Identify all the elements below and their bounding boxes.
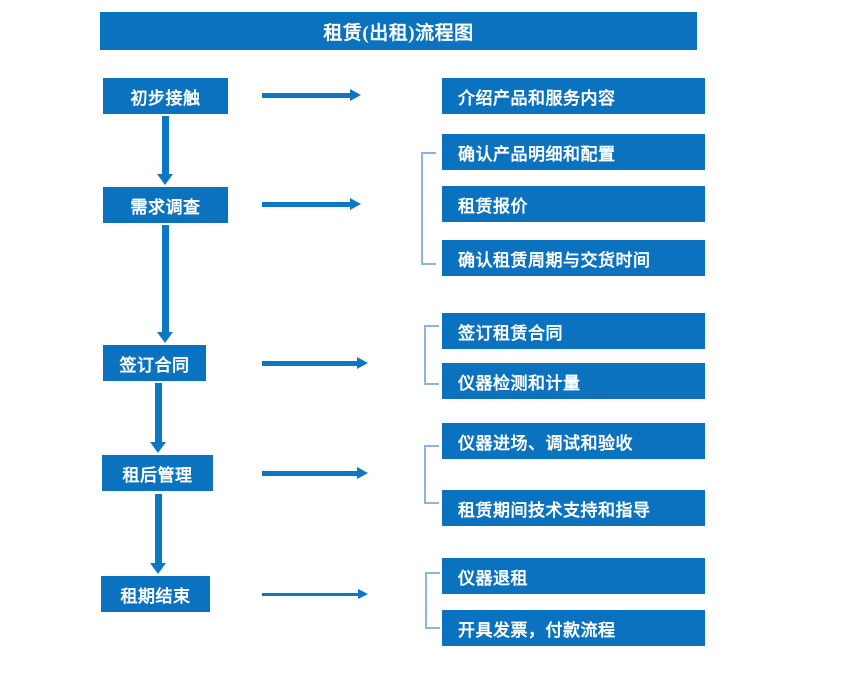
detail-box-invoice-payment[interactable]: 开具发票，付款流程 <box>442 610 705 646</box>
detail-box-technical-support[interactable]: 租赁期间技术支持和指导 <box>442 490 705 526</box>
down-arrow-icon-survey-to-contract <box>157 225 173 343</box>
group-bracket-sign-contract <box>424 325 439 385</box>
right-arrow-icon-stage-5 <box>262 588 368 600</box>
stage-box-post-rental-management[interactable]: 租后管理 <box>102 455 213 491</box>
down-arrow-icon-contract-to-management <box>150 383 166 453</box>
detail-box-introduce-products[interactable]: 介绍产品和服务内容 <box>442 78 705 114</box>
detail-box-instrument-inspection[interactable]: 仪器检测和计量 <box>442 363 705 399</box>
detail-box-instrument-entry-commissioning[interactable]: 仪器进场、调试和验收 <box>442 423 705 459</box>
detail-box-instrument-return[interactable]: 仪器退租 <box>442 558 705 594</box>
group-bracket-requirement-survey <box>421 152 436 265</box>
group-bracket-post-rental-management <box>424 445 439 504</box>
chart-title: 租赁(出租)流程图 <box>100 12 697 50</box>
down-arrow-icon-contact-to-survey <box>157 116 173 185</box>
detail-box-confirm-period-delivery[interactable]: 确认租赁周期与交货时间 <box>442 240 705 276</box>
right-arrow-icon-stage-2 <box>262 198 361 210</box>
detail-box-confirm-product-spec[interactable]: 确认产品明细和配置 <box>442 134 705 170</box>
detail-box-sign-rental-contract[interactable]: 签订租赁合同 <box>442 313 705 349</box>
stage-box-initial-contact[interactable]: 初步接触 <box>103 78 228 114</box>
stage-box-rental-period-end[interactable]: 租期结束 <box>101 576 210 612</box>
stage-box-sign-contract[interactable]: 签订合同 <box>103 345 206 381</box>
right-arrow-icon-stage-1 <box>262 89 361 101</box>
right-arrow-icon-stage-4 <box>262 467 368 479</box>
stage-box-requirement-survey[interactable]: 需求调查 <box>103 187 228 223</box>
right-arrow-icon-stage-3 <box>262 357 368 369</box>
group-bracket-rental-period-end <box>425 572 440 629</box>
down-arrow-icon-management-to-end <box>150 494 166 574</box>
detail-box-rental-quotation[interactable]: 租赁报价 <box>442 186 705 222</box>
